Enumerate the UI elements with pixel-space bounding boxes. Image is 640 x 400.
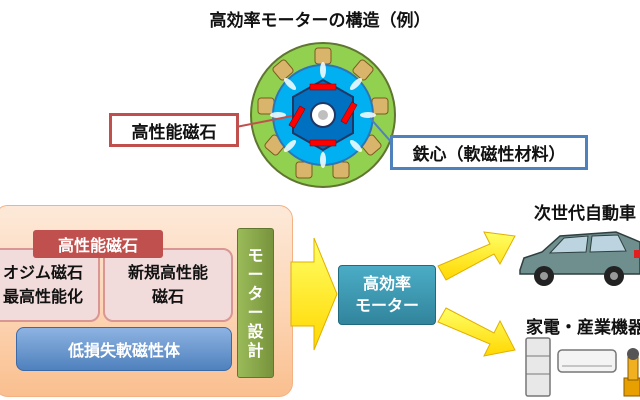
motor-line2: モーター [354,296,419,315]
motor-design-char: モ [247,246,264,265]
appliance-label: 家電・産業機器 [526,318,640,338]
motor-design-char: タ [247,284,264,303]
magnet-callout: 高性能磁石 [109,113,239,147]
car-image [519,231,640,286]
new-magnet-box: 新規高性能 磁石 [103,248,233,322]
refrigerator-icon [525,337,551,397]
box1-line2: 最高性能化 [2,287,83,306]
arrow-to-appliance [437,307,516,357]
soft-magnetic-box: 低損失軟磁性体 [16,327,232,371]
appliance-images [525,337,640,397]
box1-line1: オジム磁石 [2,263,83,282]
vehicle-label: 次世代自動車 [534,204,636,224]
motor-design-char: 設 [247,322,264,341]
main-arrow [290,237,338,351]
high-efficiency-motor-box: 高効率 モーター [338,265,436,325]
neodymium-magnet-box: オジム磁石 最高性能化 [0,248,100,322]
motor-cross-section [250,42,396,188]
air-conditioner-icon [557,349,617,373]
motor-design-char: ー [247,265,264,284]
motor-design-char: ー [247,303,264,322]
arrow-to-vehicle [437,231,516,281]
box2-line1: 新規高性能 [127,263,208,282]
diagram-title: 高効率モーターの構造（例） [209,11,431,31]
rotor-magnets [288,83,358,147]
core-slots [270,62,376,168]
motor-line1: 高効率 [362,274,411,293]
motor-design-bar: モ ー タ ー 設 計 [237,228,274,378]
magnet-section-label: 高性能磁石 [33,230,163,258]
motor-design-char: 計 [247,341,264,360]
industrial-robot-icon [623,348,640,397]
core-callout: 鉄心（軟磁性材料） [390,135,588,170]
box2-line2: 磁石 [151,287,184,306]
